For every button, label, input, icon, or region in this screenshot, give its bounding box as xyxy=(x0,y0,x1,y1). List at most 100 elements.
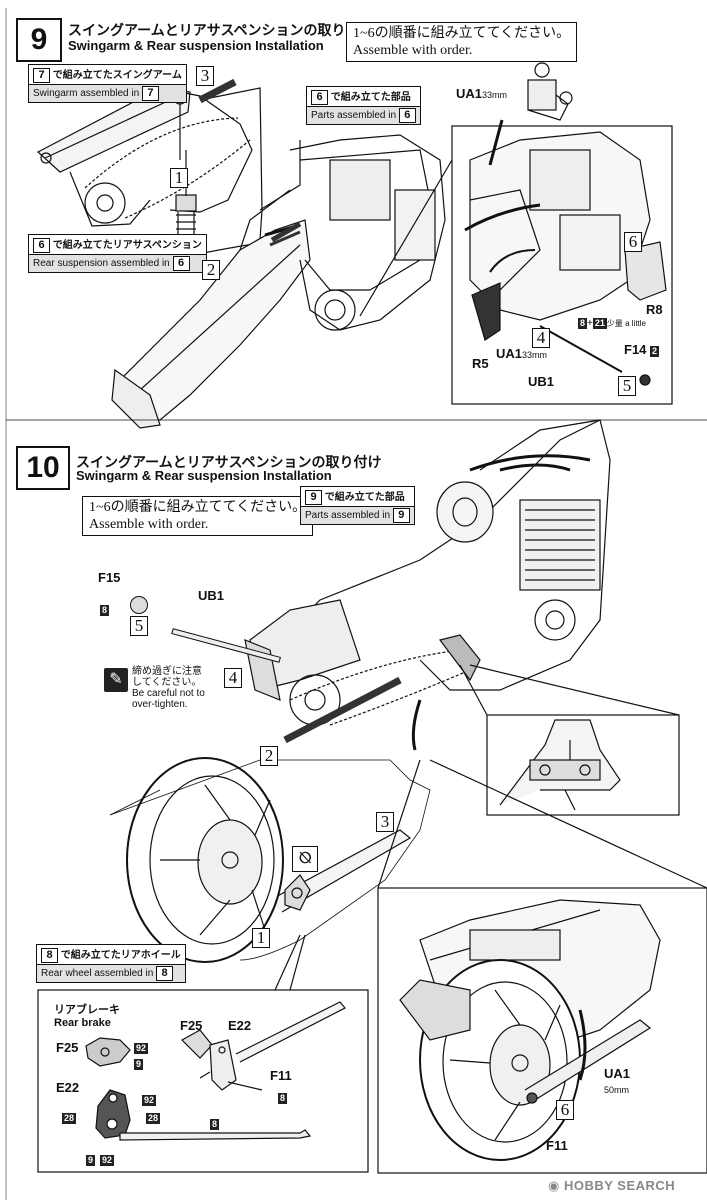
order-1-step10: 1 xyxy=(252,928,270,948)
swingarm-drawing xyxy=(36,87,253,227)
brake-n28a: 28 xyxy=(62,1113,77,1124)
brake-n9a: 9 xyxy=(134,1059,144,1070)
detail-box-step9 xyxy=(359,119,673,405)
step10-note: 1~6の順番に組み立ててください。 Assemble with order. xyxy=(82,496,314,536)
order-5-step10: 5 xyxy=(130,616,148,636)
part-ua1-top: UA133mm xyxy=(456,86,508,101)
order-3-step10: 3 xyxy=(376,812,394,832)
tag-en: Rear wheel assembled in xyxy=(41,968,154,979)
brake-rod-n8: 8 xyxy=(210,1119,220,1130)
f11-badge: 8 xyxy=(278,1093,288,1104)
step-ref-badge: 7 xyxy=(33,68,50,83)
brake-n92b: 92 xyxy=(142,1095,157,1106)
arrow-3-step9 xyxy=(198,78,237,104)
part-f11-assembly: F11 xyxy=(270,1068,292,1083)
detail-box-step10-bottom xyxy=(377,759,707,1174)
f15-badge: 8 xyxy=(100,605,110,616)
rear-wheel-drawing xyxy=(126,757,311,963)
brake-part-e22: E22 xyxy=(56,1080,80,1095)
tag-en: Parts assembled in xyxy=(305,510,391,521)
warning-jp-1: 締め過ぎに注意 xyxy=(132,666,202,677)
rear-brake-jp: リアブレーキ xyxy=(54,1004,120,1016)
part-ub1-step9: UB1 xyxy=(528,374,555,389)
step-ref-badge: 6 xyxy=(33,238,50,253)
step-ref-badge: 8 xyxy=(41,948,58,963)
step9-tag-suspension: 6 で組み立てたリアサスペンション Rear suspension assemb… xyxy=(28,234,207,273)
step-ref-badge: 9 xyxy=(392,508,410,523)
step9-note-en: Assemble with order. xyxy=(353,43,473,58)
step10-number: 10 xyxy=(16,446,70,490)
step10-title-jp: スイングアームとリアサスペンションの取り付け xyxy=(76,454,382,470)
part-r8: R8 xyxy=(646,302,663,317)
f15-badge-wrap: 8 xyxy=(100,600,110,618)
step9-note-jp: 1~6の順番に組み立ててください。 xyxy=(353,26,571,41)
rear-brake-box xyxy=(37,934,369,1173)
frame-drawing-step9 xyxy=(111,87,446,429)
step-ref-badge: 8 xyxy=(156,966,174,981)
hobbysearch-logo-icon: ◉ xyxy=(548,1178,560,1193)
order-3-step9: 3 xyxy=(196,66,214,86)
step-ref-badge: 6 xyxy=(172,256,190,271)
rear-brake-en: Rear brake xyxy=(54,1017,111,1029)
order-5-step9: 5 xyxy=(618,376,636,396)
step9-title-jp: スイングアームとリアサスペンションの取り付け xyxy=(68,22,374,38)
part-e22-assembly: E22 xyxy=(228,1018,252,1033)
step10-title-en: Swingarm & Rear suspension Installation xyxy=(76,468,332,483)
ua1-length: 33mm xyxy=(522,350,548,360)
frame-drawing-step10 xyxy=(244,419,611,751)
warning-en-2: over-tighten. xyxy=(132,699,188,710)
brake-part-f25: F25 xyxy=(56,1040,79,1055)
arrow-2-step10 xyxy=(283,676,402,744)
no-glue-icon: ⦰ xyxy=(292,846,318,872)
tag-jp: で組み立てたリアホイール xyxy=(60,950,181,961)
step10-tag-wheel: 8 で組み立てたリアホイール Rear wheel assembled in 8 xyxy=(36,944,186,983)
step-ref-badge: 6 xyxy=(311,90,328,105)
step9-tag-parts: 6 で組み立てた部品 Parts assembled in 6 xyxy=(306,86,421,125)
part-ub1-step10: UB1 xyxy=(198,588,225,603)
step9-title-en: Swingarm & Rear suspension Installation xyxy=(68,38,324,53)
mix-b-badge: 21 xyxy=(592,318,607,329)
brake-n9b: 9 xyxy=(86,1155,96,1166)
tag-en: Parts assembled in xyxy=(311,110,397,121)
warning-icon: ✎ xyxy=(104,668,128,692)
brake-n92c: 92 xyxy=(100,1155,115,1166)
step-ref-badge: 6 xyxy=(398,108,416,123)
part-f14: F14 2 xyxy=(624,342,660,357)
order-2-step10: 2 xyxy=(260,746,278,766)
tag-jp: で組み立てたスイングアーム xyxy=(52,70,182,81)
detail-box-step10-top xyxy=(459,664,680,816)
part-f11-wheel: F11 xyxy=(546,1138,568,1153)
ua1-length: 50mm xyxy=(604,1085,630,1095)
step9-note: 1~6の順番に組み立ててください。 Assemble with order. xyxy=(346,22,578,62)
step-ref-badge: 9 xyxy=(305,490,322,505)
tag-jp: で組み立てた部品 xyxy=(324,492,405,503)
brake-n92a: 92 xyxy=(134,1043,149,1054)
ua1-length: 33mm xyxy=(482,90,508,100)
tag-jp: で組み立てた部品 xyxy=(330,92,411,103)
ua1-shock-drawing xyxy=(527,62,573,121)
step9-tag-swingarm: 7 で組み立てたスイングアーム Swingarm assembled in 7 xyxy=(28,64,187,103)
warning-jp-2: してください。 xyxy=(132,677,202,688)
mix-note-text: 少量 a little xyxy=(606,319,646,328)
part-ua1-bottom: UA133mm xyxy=(496,346,548,361)
part-r5: R5 xyxy=(472,356,489,371)
tag-en: Rear suspension assembled in xyxy=(33,258,170,269)
warning-en-1: Be careful not to xyxy=(132,688,205,699)
f11-badge-wrap: 8 xyxy=(278,1088,288,1106)
rear-brake-title: リアブレーキ Rear brake xyxy=(54,1004,120,1030)
order-1-step9: 1 xyxy=(170,168,188,188)
step10-tag-parts: 9 で組み立てた部品 Parts assembled in 9 xyxy=(300,486,415,525)
watermark: ◉ HOBBY SEARCH xyxy=(548,1178,676,1193)
order-6-step9: 6 xyxy=(624,232,642,252)
step-ref-badge: 7 xyxy=(141,86,159,101)
order-4-step9: 4 xyxy=(532,328,550,348)
f14-badge: 2 xyxy=(650,346,660,357)
step10-note-en: Assemble with order. xyxy=(89,517,209,532)
f15-washer xyxy=(130,596,148,614)
part-f25-assembly: F25 xyxy=(180,1018,203,1033)
step10-note-jp: 1~6の順番に組み立ててください。 xyxy=(89,500,307,515)
brake-n28b: 28 xyxy=(146,1113,161,1124)
